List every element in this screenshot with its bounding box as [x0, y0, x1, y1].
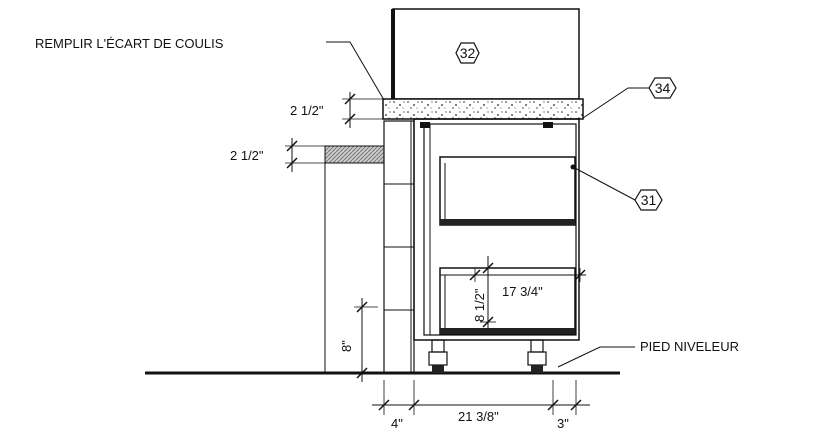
- dim-tray-depth-label: 17 3/4": [502, 284, 543, 299]
- dim-overhang-label: 3": [557, 416, 569, 431]
- dim-side-step: [285, 138, 325, 172]
- dim-top-thickness-label: 2 1/2": [290, 103, 324, 118]
- side-panel: [324, 163, 385, 373]
- dim-cabinet-depth-label: 21 3/8": [458, 409, 499, 424]
- dim-tray-height-label: 8 1/2": [472, 288, 487, 322]
- tag-32-label: 32: [460, 45, 476, 61]
- side-ledge: [324, 145, 385, 164]
- grout-leader-line: [326, 41, 385, 101]
- tag-32-hexagon: 32: [455, 42, 480, 64]
- dim-wall-offset-label: 4": [391, 416, 403, 431]
- countertop-slab: [382, 98, 584, 120]
- cabinet-body: [413, 118, 580, 341]
- dim-toe-height: [354, 298, 378, 382]
- tag-31-leader-line: [572, 166, 636, 201]
- dim-tray-depth: [469, 268, 586, 282]
- tag-34-hexagon: 34: [648, 77, 677, 99]
- tag-31-hexagon: 31: [634, 189, 663, 211]
- leveling-feet: [428, 339, 547, 373]
- dim-top-thickness: [342, 92, 388, 128]
- dim-side-step-label: 2 1/2": [230, 148, 264, 163]
- tag-34-label: 34: [655, 80, 671, 96]
- lower-tray: [439, 267, 576, 335]
- tag-31-label: 31: [641, 192, 657, 208]
- grout-gap-note: REMPLIR L'ÉCART DE COULIS: [35, 36, 224, 51]
- leveling-foot-note: PIED NIVELEUR: [640, 339, 739, 354]
- dim-bottom-chain: [372, 380, 590, 415]
- wall-block-column: [383, 120, 415, 374]
- tag-31-leader-dot: [570, 164, 576, 170]
- dim-tray-height: [480, 256, 496, 330]
- equipment-box: [391, 8, 580, 100]
- foot-leader-line: [557, 346, 635, 368]
- tag-34-leader-line: [582, 87, 649, 119]
- upper-tray: [439, 156, 576, 226]
- dim-toe-height-label: 8": [339, 340, 354, 352]
